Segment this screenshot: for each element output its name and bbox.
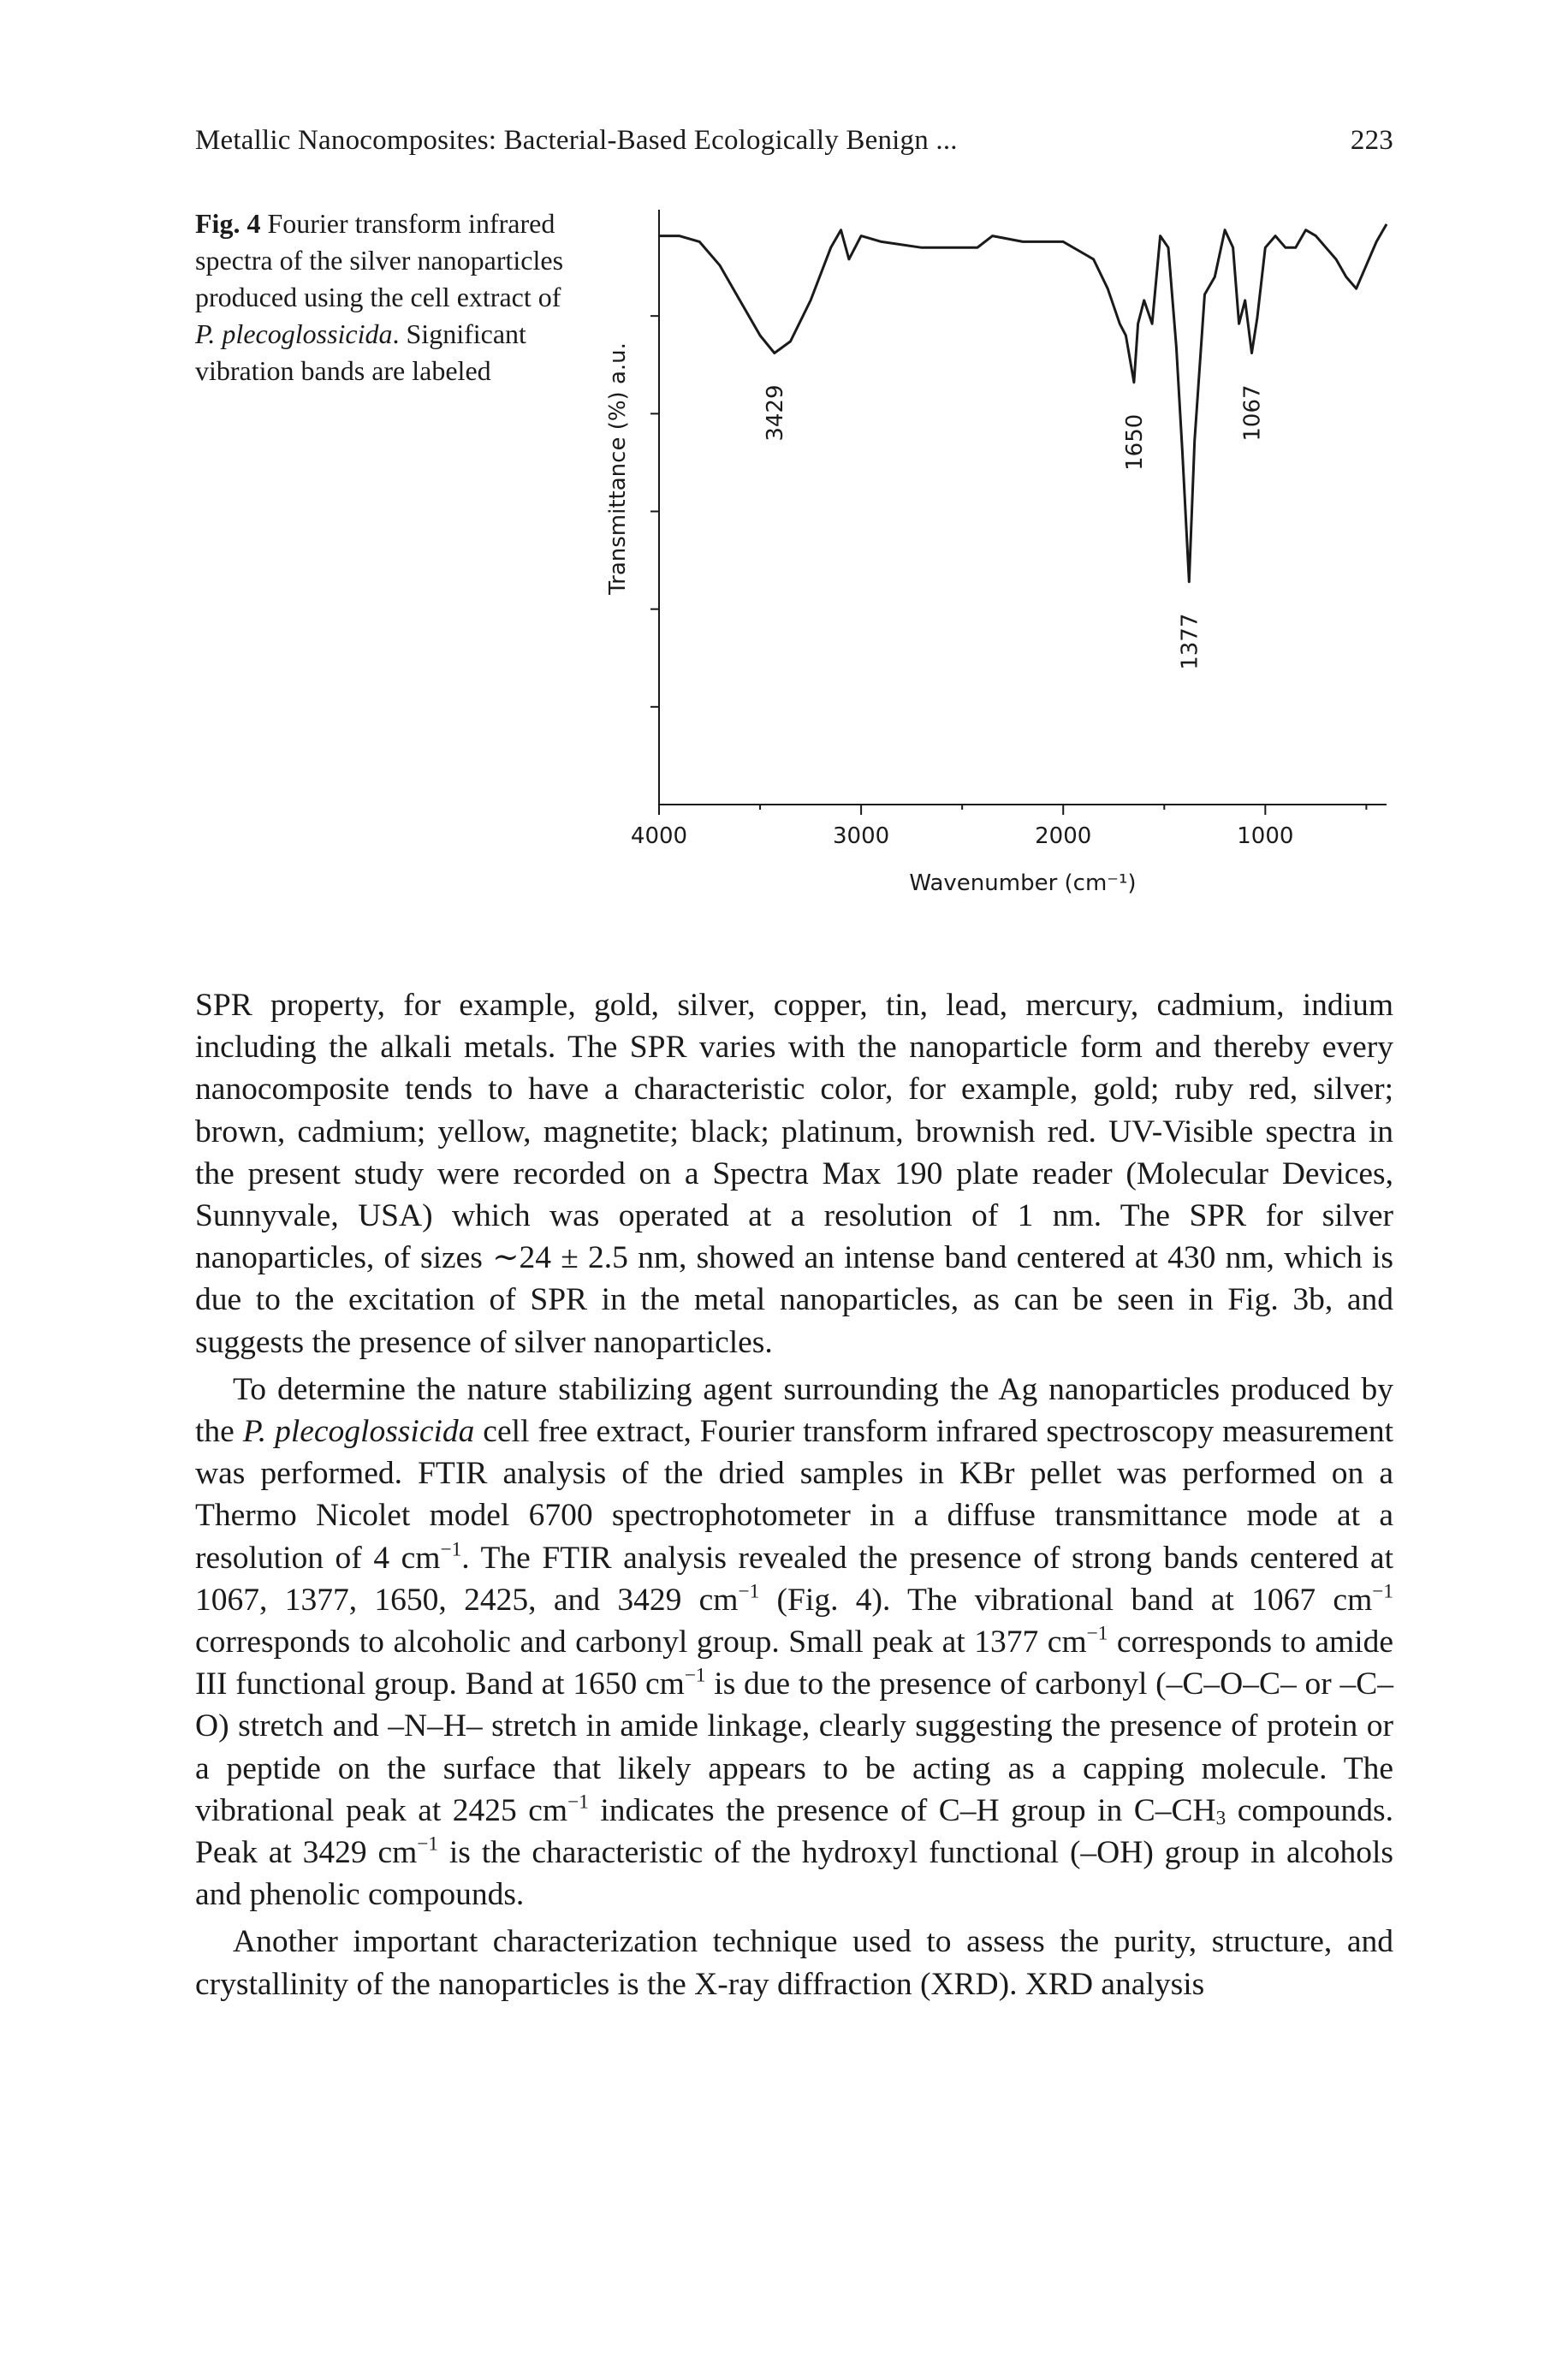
superscript: −1: [684, 1664, 706, 1687]
x-tick-label: 2000: [1035, 823, 1091, 849]
superscript: −1: [440, 1538, 462, 1561]
peak-label: 1650: [1122, 414, 1148, 471]
species-name: P. plecoglossicida: [242, 1414, 475, 1450]
x-tick-label: 1000: [1237, 823, 1293, 849]
superscript: −1: [1372, 1580, 1393, 1603]
peak-label: 3429: [763, 384, 788, 441]
figure-caption: Fig. 4 Fourier transform infrared spectr…: [195, 205, 572, 389]
caption-text: Fourier transform infrared spectra of th…: [195, 208, 564, 312]
text-run: To determine the nature stabilizing agen…: [195, 1371, 1393, 1450]
page-number: 223: [1350, 125, 1393, 156]
paragraph-ftir: To determine the nature stabilizing agen…: [195, 1369, 1393, 1916]
body-text: SPR property, for example, gold, silver,…: [195, 984, 1393, 2005]
text-run: compounds. Peak at 3429 cm: [195, 1792, 1393, 1871]
running-title: Metallic Nanocomposites: Bacterial-Based…: [195, 125, 958, 156]
superscript: −1: [1086, 1622, 1108, 1645]
peak-label: 1067: [1240, 384, 1266, 441]
subscript: 3: [1215, 1807, 1226, 1830]
text-run: indicates the presence of C–H group in C…: [588, 1792, 1216, 1828]
text-run: is the characteristic of the hydroxyl fu…: [195, 1835, 1393, 1913]
paragraph-xrd: Another important characterization techn…: [195, 1924, 1393, 2002]
spectrum-line: [659, 223, 1388, 584]
text-run: . The FTIR analysis revealed the presenc…: [195, 1540, 1393, 1618]
superscript: −1: [738, 1580, 760, 1603]
x-tick-label: 4000: [631, 823, 687, 849]
caption-species: P. plecoglossicida: [195, 318, 393, 349]
text-run: corresponds to alcoholic and carbonyl gr…: [195, 1625, 1087, 1660]
figure-label: Fig. 4: [195, 208, 261, 239]
caption-text-end: . Significant vibration bands are labele…: [195, 318, 526, 386]
text-run: corresponds to amide III functional grou…: [195, 1625, 1394, 1702]
x-tick-label: 3000: [833, 823, 889, 849]
superscript: −1: [417, 1832, 439, 1856]
paragraph-spr: SPR property, for example, gold, silver,…: [195, 988, 1393, 1360]
y-axis-label: Transmittance (%) a.u.: [605, 342, 631, 596]
text-run: cell free extract, Fourier transform inf…: [195, 1414, 1393, 1576]
superscript: −1: [567, 1791, 589, 1814]
x-axis-label: Wavenumber (cm⁻¹): [909, 870, 1136, 896]
text-run: (Fig. 4). The vibrational band at 1067 c…: [759, 1582, 1373, 1618]
running-head: Metallic Nanocomposites: Bacterial-Based…: [195, 125, 1393, 168]
peak-label: 1377: [1177, 614, 1203, 670]
text-run: is due to the presence of carbonyl (–C–O…: [195, 1666, 1393, 1828]
